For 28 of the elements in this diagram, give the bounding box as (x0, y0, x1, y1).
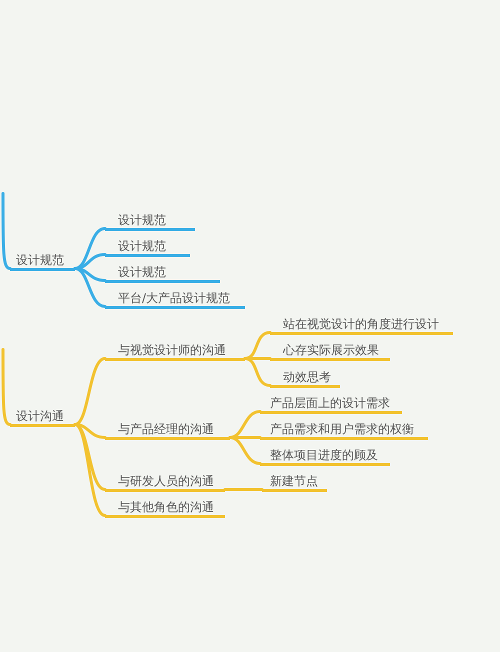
topic-label: 动效思考 (270, 370, 340, 388)
topic-label: 与视觉设计师的沟通 (105, 343, 245, 361)
topic-label: 设计规范 (10, 253, 75, 271)
branch-line (2, 348, 12, 426)
topic-label: 新建节点 (262, 474, 327, 492)
topic-label: 与其他角色的沟通 (105, 500, 225, 518)
topic-label: 与研发人员的沟通 (105, 474, 225, 492)
branch-line (74, 423, 106, 517)
branch-line (224, 488, 264, 491)
branch-line (74, 267, 106, 282)
branch-line (244, 357, 272, 387)
topic-label: 产品层面上的设计需求 (260, 396, 402, 414)
topic-label: 心存实际展示效果 (270, 343, 390, 361)
topic-label: 产品需求和用户需求的权衡 (260, 422, 428, 440)
topic-label: 设计规范 (105, 239, 190, 257)
branch-line (74, 227, 106, 270)
branch-line (74, 357, 106, 426)
topic-label: 与产品经理的沟通 (105, 422, 230, 440)
branch-line (74, 267, 106, 308)
topic-label: 平台/大产品设计规范 (105, 291, 245, 309)
branch-line (2, 192, 12, 270)
topic-label: 设计规范 (105, 213, 195, 231)
topic-label: 设计规范 (105, 265, 220, 283)
topic-label: 整体项目进度的顾及 (260, 448, 390, 466)
topic-label: 站在视觉设计的角度进行设计 (270, 317, 453, 335)
branch-line (228, 436, 262, 465)
topic-label: 设计沟通 (10, 409, 75, 427)
branch-line (74, 423, 106, 439)
